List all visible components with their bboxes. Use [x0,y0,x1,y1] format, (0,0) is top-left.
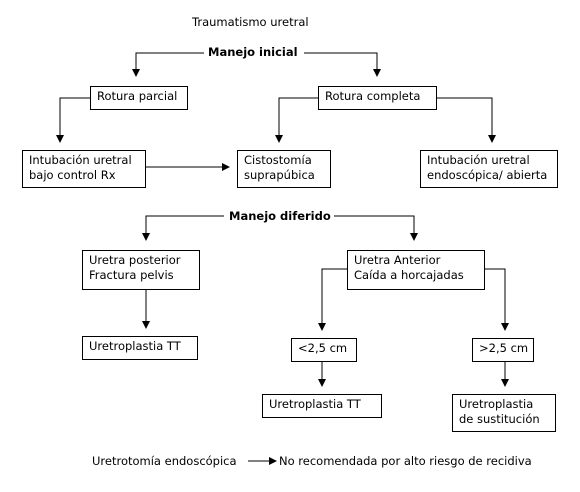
connector-completa-intubacion [437,97,496,143]
node-uretroplastia-sustitucion-line1: Uretroplastia [459,397,534,411]
connector-parcial-intubacion [56,97,90,143]
node-cistostomia: Cistostomía suprapúbica [237,150,331,188]
node-uretra-posterior-line1: Uretra posterior [89,253,181,267]
node-rotura-parcial-label: Rotura parcial [97,89,178,103]
connector-deferred-left [142,215,224,241]
connector-initial-left [132,52,204,77]
section-deferred: Manejo diferido [229,209,331,223]
node-uretroplastia-tt-anterior-label: Uretroplastia TT [269,397,361,411]
node-mayor-25: >2,5 cm [472,338,534,362]
node-uretra-anterior: Uretra Anterior Caída a horcajadas [347,250,485,290]
node-intubacion-rx-line1: Intubación uretral [29,153,132,167]
connector-deferred-right [334,215,418,241]
connector-initial-right [304,52,381,77]
node-uretroplastia-tt-posterior: Uretroplastia TT [82,336,198,360]
diagram-title: Traumatismo uretral [192,15,309,29]
node-intubacion-endo-line2: endoscópica/ abierta [427,168,548,182]
node-rotura-parcial: Rotura parcial [90,86,188,110]
node-uretra-posterior-line2: Fractura pelvis [89,268,174,282]
footnote-left: Uretrotomía endoscópica [92,454,237,468]
node-menor-25-label: <2,5 cm [298,341,348,355]
node-cistostomia-line2: suprapúbica [244,168,315,182]
node-intubacion-rx: Intubación uretral bajo control Rx [22,150,146,188]
connector-anterior-mayor [485,268,509,331]
node-mayor-25-label: >2,5 cm [479,341,529,355]
node-uretroplastia-sustitucion: Uretroplastia de sustitución [452,394,556,432]
node-uretra-posterior: Uretra posterior Fractura pelvis [82,250,200,290]
node-uretroplastia-tt-posterior-label: Uretroplastia TT [89,339,181,353]
node-intubacion-endo-line1: Intubación uretral [427,153,530,167]
connector-anterior-menor [318,268,347,331]
node-cistostomia-line1: Cistostomía [244,153,312,167]
node-intubacion-rx-line2: bajo control Rx [29,168,116,182]
node-menor-25: <2,5 cm [291,338,357,362]
node-uretra-anterior-line1: Uretra Anterior [354,253,441,267]
node-uretroplastia-sustitucion-line2: de sustitución [459,412,540,426]
node-uretra-anterior-line2: Caída a horcajadas [354,268,464,282]
node-rotura-completa-label: Rotura completa [325,89,421,103]
node-intubacion-endo: Intubación uretral endoscópica/ abierta [420,150,558,188]
node-rotura-completa: Rotura completa [318,86,437,110]
section-initial: Manejo inicial [208,45,298,59]
footnote-right: No recomendada por alto riesgo de recidi… [279,454,532,468]
connector-completa-cistostomia [275,97,318,143]
node-uretroplastia-tt-anterior: Uretroplastia TT [262,394,382,418]
